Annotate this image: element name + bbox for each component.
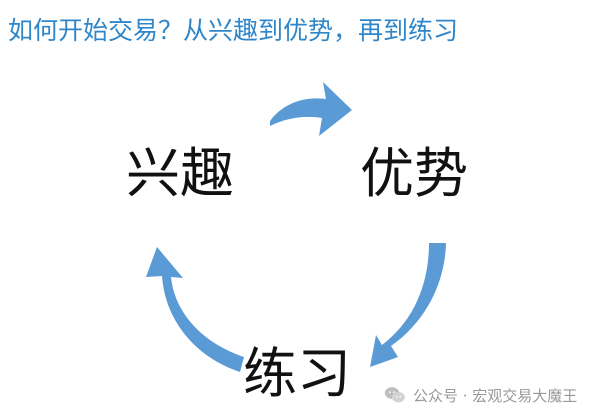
node-advantage: 优势 xyxy=(360,142,468,205)
wechat-icon xyxy=(384,387,405,403)
arrow-interest-to-advantage xyxy=(270,82,352,136)
arrow-practice-to-interest xyxy=(146,247,244,372)
arrow-advantage-to-practice xyxy=(370,243,446,367)
page-title: 如何开始交易？从兴趣到优势，再到练习 xyxy=(8,16,459,45)
node-practice: 练习 xyxy=(243,342,351,405)
watermark-text: 公众号 · 宏观交易大魔王 xyxy=(413,386,578,405)
watermark: 公众号 · 宏观交易大魔王 xyxy=(383,383,577,407)
node-interest: 兴趣 xyxy=(126,142,234,205)
